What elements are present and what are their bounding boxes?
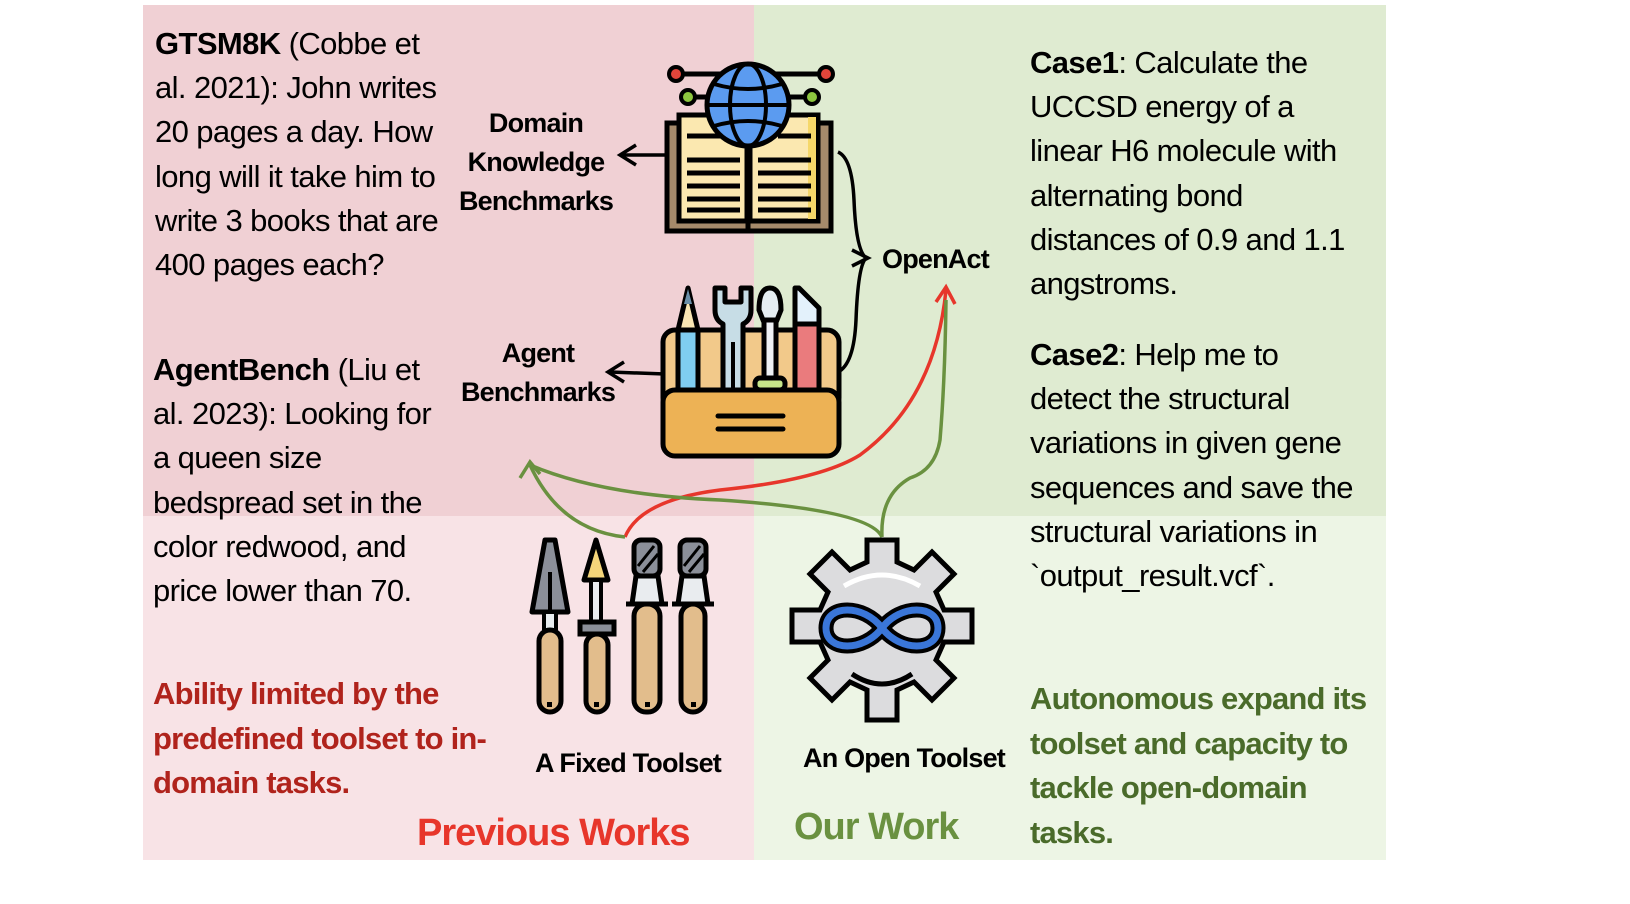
openact-label: OpenAct [882, 244, 990, 274]
gsm8k-text: John writes 20 pages a day. How long wil… [155, 70, 439, 283]
our-work-title: Our Work [794, 806, 959, 848]
previous-works-top-panel [143, 5, 754, 516]
case2-name: Case2 [1030, 337, 1119, 372]
case2-text: : Help me to detect the structural varia… [1030, 337, 1353, 594]
fixed-toolset-icon [529, 537, 714, 715]
arrow-to-agent-benchmarks [604, 360, 666, 384]
limitation-note: Ability limited by the predefined toolse… [153, 676, 487, 800]
fixed-toolset-label: A Fixed Toolset [534, 748, 722, 778]
agentbench-text: Looking for a queen size bedspread set i… [153, 396, 432, 609]
agentbench-example: AgentBench (Liu et al. 2023): Looking fo… [153, 348, 453, 613]
agentbench-name: AgentBench [153, 352, 330, 387]
open-toolset-gear-icon [789, 537, 975, 723]
agent-benchmarks-label: Agent Benchmarks [460, 338, 616, 407]
red-arrow-fixed-to-openact [623, 283, 957, 538]
gsm8k-citation: (Cobbe et al. 2021): [155, 26, 420, 106]
case1-text: : Calculate the UCCSD energy of a linear… [1030, 45, 1345, 302]
arrow-to-domain-benchmarks [616, 143, 668, 167]
capability-note: Autonomous expand its toolset and capaci… [1030, 681, 1367, 850]
gsm8k-example: GTSM8K (Cobbe et al. 2021): John writes … [155, 22, 455, 287]
open-toolset-label: An Open Toolset [803, 743, 1006, 773]
case1-example: Case1: Calculate the UCCSD energy of a l… [1030, 41, 1370, 306]
case1-name: Case1 [1030, 45, 1119, 80]
green-arrows-from-open-toolset [518, 299, 948, 539]
gsm8k-name: GTSM8K [155, 26, 281, 61]
agentbench-citation: (Liu et al. 2023): [153, 352, 420, 432]
arrows-to-openact [837, 150, 872, 374]
case2-example: Case2: Help me to detect the structural … [1030, 333, 1360, 598]
previous-works-title: Previous Works [417, 812, 691, 854]
domain-knowledge-benchmarks-label: Domain Knowledge Benchmarks [458, 108, 614, 216]
toolbox-icon [660, 285, 842, 459]
book-globe-icon [664, 61, 835, 234]
